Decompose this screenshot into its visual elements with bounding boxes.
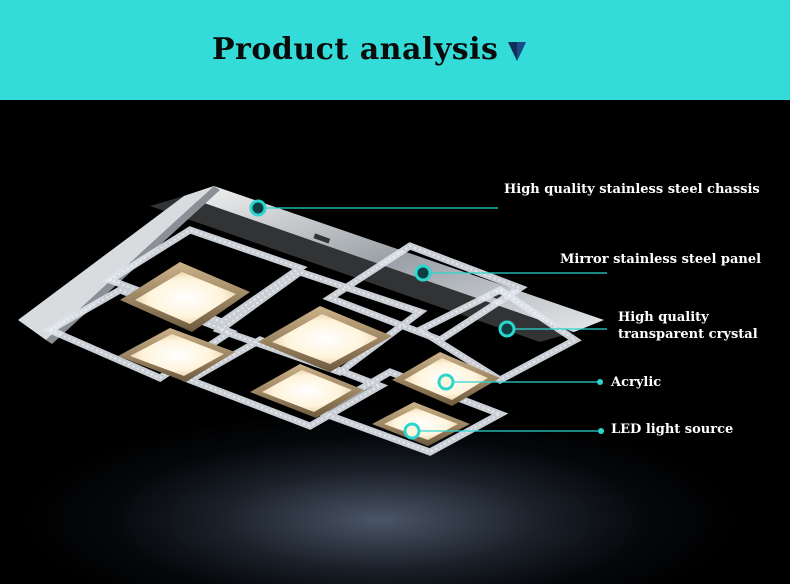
marker-mirror-panel	[414, 264, 432, 282]
callout-crystal: High quality transparent crystal	[618, 309, 758, 343]
callout-chassis: High quality stainless steel chassis	[504, 182, 760, 197]
marker-led	[403, 422, 421, 440]
page-title: Product analysis	[212, 32, 499, 67]
callout-mirror-panel: Mirror stainless steel panel	[560, 252, 762, 267]
callout-leader-lines	[258, 207, 607, 432]
marker-acrylic	[437, 373, 455, 391]
callout-led: LED light source	[611, 422, 734, 437]
header-banner	[0, 0, 790, 100]
callout-markers	[249, 199, 604, 440]
callout-crystal-line2: transparent crystal	[618, 327, 758, 342]
light-panels	[118, 262, 500, 446]
triangle-down-icon	[508, 42, 526, 61]
callout-crystal-line1: High quality	[618, 310, 709, 325]
marker-crystal	[498, 320, 516, 338]
callout-acrylic: Acrylic	[611, 375, 662, 390]
marker-chassis	[249, 199, 267, 217]
